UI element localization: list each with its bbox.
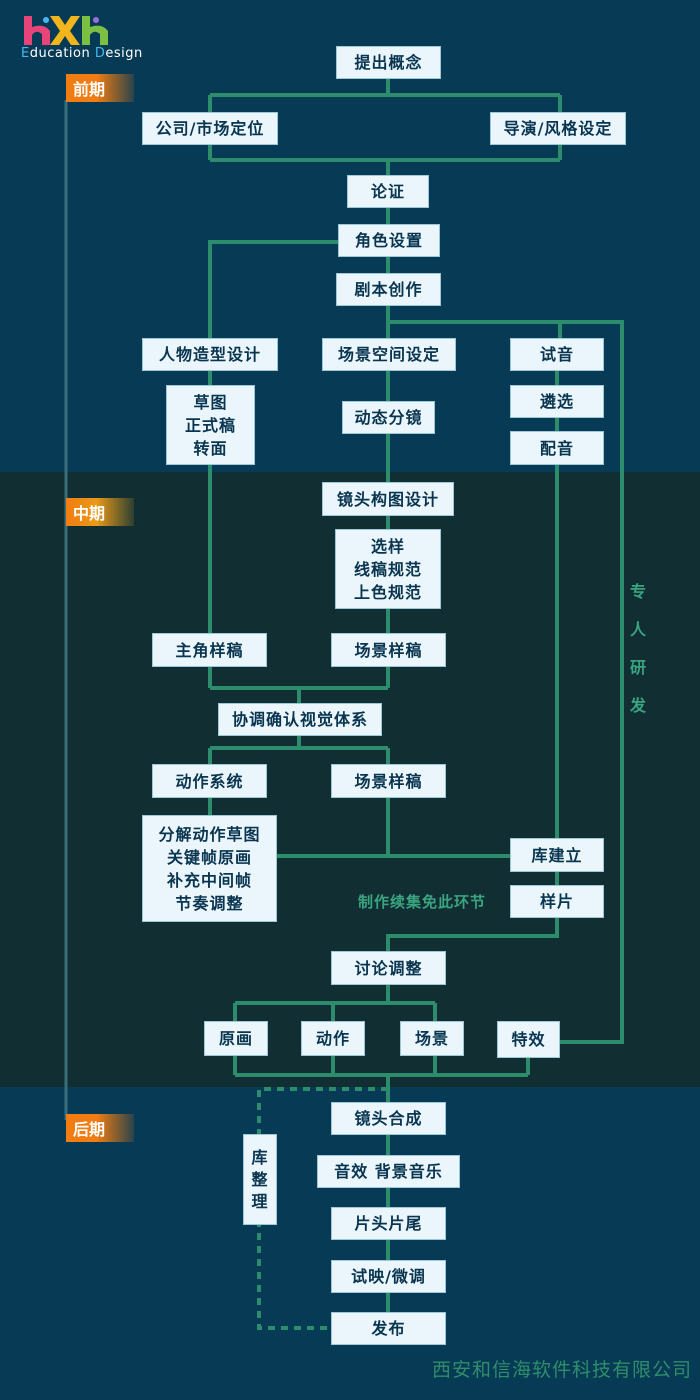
node-audition: 试音 (510, 338, 604, 371)
node-director-style: 导演/风格设定 (490, 112, 626, 145)
node-argue: 论证 (347, 175, 429, 208)
draft-line: 正式稿 (184, 415, 236, 435)
phase-post: 后期 (66, 1114, 134, 1142)
action-line: 关键帧原画 (166, 847, 252, 867)
action-line: 分解动作草图 (158, 824, 261, 844)
node-scene-space: 场景空间设定 (322, 338, 456, 371)
node-action-group: 分解动作草图 关键帧原画 补充中间帧 节奏调整 (142, 815, 277, 922)
company-name: 西安和信海软件科技有限公司 (431, 1359, 692, 1381)
node-library-organize: 库 整 理 (243, 1134, 277, 1225)
node-compositing: 镜头合成 (331, 1102, 446, 1135)
node-dynamic-storyboard: 动态分镜 (342, 401, 435, 434)
style-line: 选样 (370, 536, 405, 556)
node-sample-film: 样片 (510, 885, 604, 918)
node-library-build: 库建立 (510, 838, 604, 872)
node-draft-group: 草图 正式稿 转面 (166, 385, 255, 465)
library-organize-char: 整 (251, 1169, 269, 1189)
draft-line: 草图 (193, 392, 228, 412)
node-selection: 遴选 (510, 385, 604, 418)
node-dubbing: 配音 (510, 431, 604, 465)
node-preview: 试映/微调 (331, 1260, 446, 1293)
action-line: 补充中间帧 (166, 870, 252, 890)
node-style-group: 选样 线稿规范 上色规范 (335, 529, 441, 609)
node-concept: 提出概念 (336, 46, 441, 79)
node-company-market: 公司/市场定位 (142, 112, 278, 145)
node-sound: 音效 背景音乐 (317, 1155, 460, 1188)
phase-pre: 前期 (66, 74, 134, 102)
node-character-setting: 角色设置 (338, 224, 440, 257)
node-scene: 场景 (400, 1021, 464, 1056)
node-action-system: 动作系统 (152, 764, 267, 798)
node-script: 剧本创作 (336, 273, 441, 306)
node-coordinate: 协调确认视觉体系 (218, 703, 382, 736)
node-titles: 片头片尾 (331, 1207, 446, 1240)
library-organize-char: 库 (251, 1147, 269, 1167)
sequel-note: 制作续集免此环节 (358, 893, 487, 911)
node-shot-composition: 镜头构图设计 (322, 482, 454, 516)
node-discussion: 讨论调整 (331, 951, 446, 985)
dedicated-rd-label: 专 人 研 发 (629, 582, 646, 715)
node-lead-sample: 主角样稿 (152, 633, 267, 667)
node-character-design: 人物造型设计 (142, 338, 278, 371)
hxh-logo-icon (24, 16, 108, 45)
node-vfx: 特效 (497, 1021, 560, 1058)
node-key-animation: 原画 (204, 1021, 268, 1056)
action-line: 节奏调整 (175, 893, 244, 913)
style-line: 上色规范 (353, 582, 422, 602)
node-motion: 动作 (301, 1021, 365, 1056)
phase-mid: 中期 (66, 498, 134, 526)
library-organize-char: 理 (251, 1191, 269, 1211)
node-scene-sample-1: 场景样稿 (331, 633, 446, 667)
style-line: 线稿规范 (353, 559, 422, 579)
draft-line: 转面 (193, 438, 228, 458)
logo-text: Education Design (21, 46, 143, 61)
node-release: 发布 (331, 1312, 446, 1345)
node-scene-sample-2: 场景样稿 (331, 764, 446, 798)
